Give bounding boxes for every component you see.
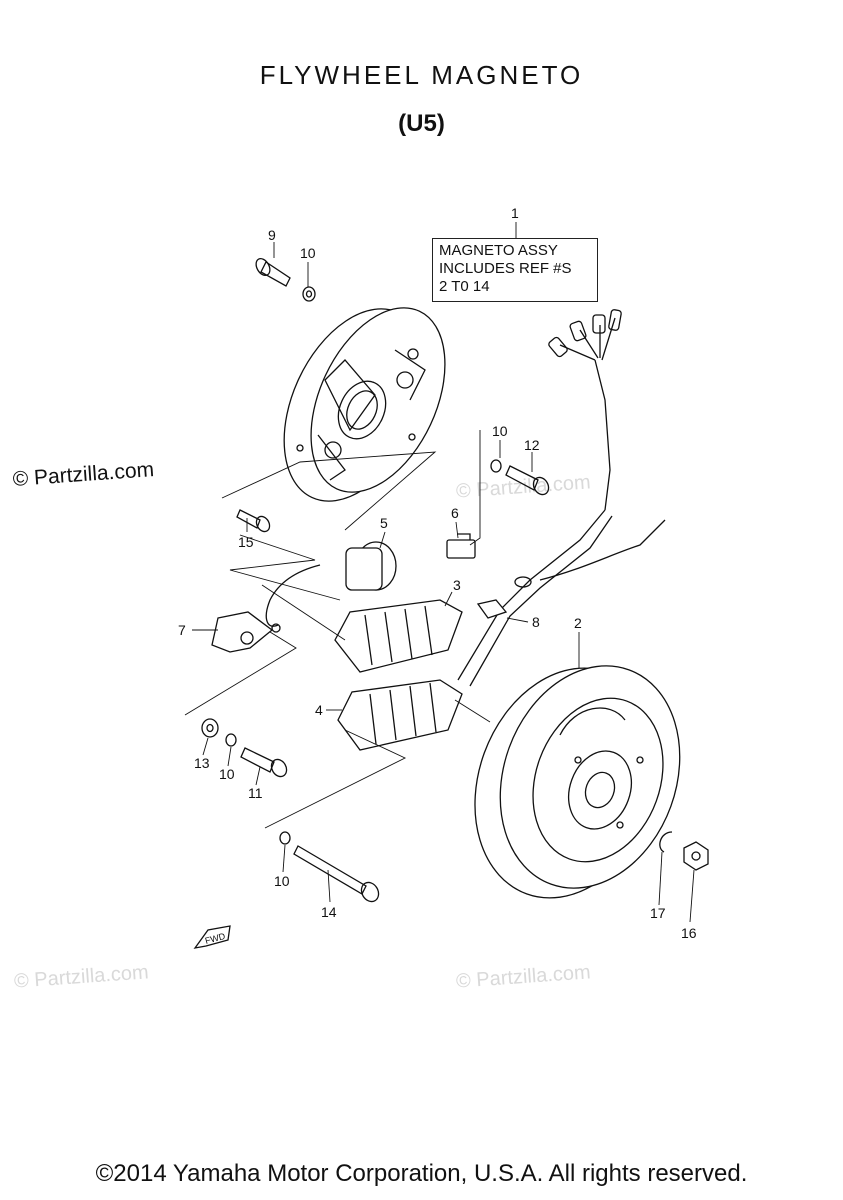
- leader-lines: [184, 222, 695, 923]
- callout-3: 3: [453, 577, 461, 593]
- clamp-8: [476, 599, 508, 619]
- wire-harness: [457, 309, 666, 687]
- magneto-assy-note: MAGNETO ASSY INCLUDES REF #S 2 T0 14: [432, 238, 598, 302]
- callout-10-bottom: 10: [274, 873, 290, 889]
- callout-13: 13: [194, 755, 210, 771]
- circlip-17: [659, 831, 673, 853]
- pulser-coil-5: [265, 541, 397, 627]
- callout-17: 17: [650, 905, 666, 921]
- callout-5: 5: [380, 515, 388, 531]
- diagram-subtitle: (U5): [398, 110, 445, 137]
- note-line-1: MAGNETO ASSY: [439, 242, 558, 259]
- callout-1: 1: [511, 205, 519, 221]
- callout-12: 12: [524, 437, 540, 453]
- bolt-9: [255, 257, 291, 287]
- callout-10-left: 10: [219, 766, 235, 782]
- callout-9: 9: [268, 227, 276, 243]
- callout-16: 16: [681, 925, 697, 941]
- washer-13: [201, 718, 219, 738]
- connector-6: [446, 533, 476, 559]
- diagram-title: FLYWHEEL MAGNETO: [259, 60, 584, 90]
- callout-6: 6: [451, 505, 459, 521]
- callout-10-right: 10: [492, 423, 508, 439]
- callout-2: 2: [574, 615, 582, 631]
- callout-14: 14: [321, 904, 337, 920]
- callout-10-top: 10: [300, 245, 316, 261]
- washer-10-right: [490, 459, 502, 473]
- washer-10-left: [225, 733, 237, 747]
- note-line-3: 2 T0 14: [439, 278, 490, 295]
- note-line-2: INCLUDES REF #S: [439, 260, 572, 277]
- callout-4: 4: [315, 702, 323, 718]
- stator-base-plate: [283, 307, 446, 502]
- charge-coil-3: [334, 599, 463, 673]
- callout-11: 11: [248, 785, 263, 801]
- screw-12: [505, 465, 550, 496]
- screw-14: [293, 845, 380, 903]
- nut-16: [683, 841, 709, 871]
- bracket-7: [211, 611, 281, 653]
- fwd-arrow-icon: [193, 925, 231, 949]
- lighting-coil-4: [337, 679, 463, 751]
- screw-15: [236, 509, 271, 533]
- flywheel-2: [474, 665, 681, 899]
- callout-7: 7: [178, 622, 186, 638]
- screw-11: [240, 747, 288, 778]
- callout-8: 8: [532, 614, 540, 630]
- callout-15: 15: [238, 534, 254, 550]
- washer-10-top: [302, 286, 316, 302]
- copyright-footer: ©2014 Yamaha Motor Corporation, U.S.A. A…: [95, 1160, 748, 1187]
- washer-10-bottom: [279, 831, 291, 845]
